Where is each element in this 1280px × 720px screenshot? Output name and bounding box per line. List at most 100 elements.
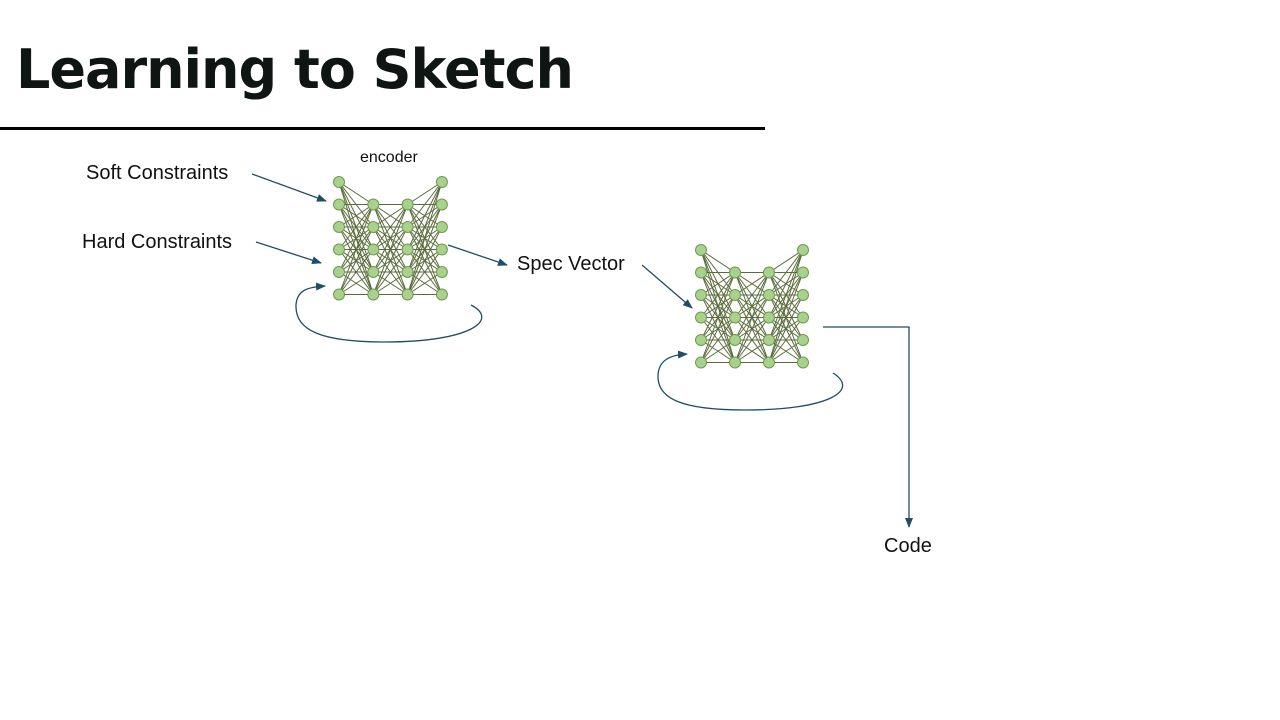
network-node xyxy=(401,198,414,211)
network-connection xyxy=(338,204,374,295)
network-connection xyxy=(338,226,374,295)
network-node xyxy=(435,176,448,188)
network-node xyxy=(333,243,345,256)
network-connection xyxy=(338,204,374,228)
network-node xyxy=(333,266,345,278)
network-connection xyxy=(372,204,409,295)
network-connection xyxy=(372,249,408,295)
network-connection xyxy=(734,339,770,363)
network-connection xyxy=(734,272,770,363)
network-node xyxy=(797,244,809,256)
network-connection xyxy=(768,317,804,363)
network-node xyxy=(763,289,775,301)
network-node xyxy=(729,289,741,301)
network-connection xyxy=(768,294,804,363)
network-connection xyxy=(407,181,443,205)
hard-constraints-label: Hard Constraints xyxy=(82,231,233,253)
network-node xyxy=(401,288,414,301)
network-node xyxy=(729,356,741,369)
network-connection xyxy=(407,181,443,228)
network-node xyxy=(367,198,380,211)
network-connection xyxy=(700,272,736,296)
network-node xyxy=(797,311,809,324)
encoder-to-spec-arrow xyxy=(447,244,508,266)
network-node xyxy=(401,266,414,278)
network-connection xyxy=(338,204,374,273)
code-label: Code xyxy=(884,535,932,557)
network-connection xyxy=(338,271,374,295)
network-node xyxy=(797,266,809,279)
network-node xyxy=(695,356,707,369)
network-node xyxy=(695,244,707,256)
network-node xyxy=(401,243,414,256)
network-node xyxy=(401,221,414,233)
network-connection xyxy=(700,272,736,318)
network-node xyxy=(729,334,741,346)
network-connection xyxy=(700,339,736,363)
soft-constraints-label: Soft Constraints xyxy=(86,162,229,184)
encoder-feedback-loop xyxy=(295,282,483,343)
slide-title: Learning to Sketch xyxy=(16,38,574,101)
network-node xyxy=(797,334,809,346)
network-connection xyxy=(734,294,770,363)
network-connection xyxy=(700,272,736,363)
network-connection xyxy=(407,181,443,273)
network-connection xyxy=(768,249,804,363)
network-connection xyxy=(338,181,374,205)
network-connection xyxy=(407,181,443,250)
network-node xyxy=(729,311,741,324)
spec-vector-label: Spec Vector xyxy=(517,253,625,275)
network-connection xyxy=(372,226,409,295)
decoder-to-code-arrow xyxy=(823,326,913,528)
network-node xyxy=(763,266,775,279)
network-connection xyxy=(372,204,409,273)
network-node xyxy=(435,243,448,256)
soft-constraints-arrow xyxy=(251,173,327,202)
network-node xyxy=(435,266,448,278)
network-connection xyxy=(700,249,736,273)
network-connection xyxy=(734,317,770,363)
network-connection xyxy=(407,226,443,295)
network-connection xyxy=(338,249,374,295)
network-connection xyxy=(768,339,804,363)
network-node xyxy=(333,176,345,188)
hard-constraints-arrow xyxy=(255,241,322,265)
network-node xyxy=(695,289,707,301)
network-connection xyxy=(373,204,408,228)
network-connection xyxy=(734,272,770,318)
network-connection xyxy=(768,249,804,296)
network-node xyxy=(367,243,380,256)
network-node xyxy=(763,311,775,324)
decoder-network xyxy=(695,244,809,369)
title-divider xyxy=(0,127,765,130)
network-node xyxy=(435,198,448,211)
network-node xyxy=(695,334,707,346)
network-node xyxy=(797,289,809,301)
network-node xyxy=(367,266,380,278)
network-connection xyxy=(407,249,443,295)
network-node xyxy=(333,198,345,211)
network-connection xyxy=(700,317,736,363)
network-node xyxy=(333,221,345,233)
network-connection xyxy=(768,249,804,273)
network-node xyxy=(729,266,741,279)
network-connection xyxy=(338,204,374,250)
spec-to-decoder-arrow xyxy=(641,264,693,309)
network-connection xyxy=(407,271,443,295)
network-node xyxy=(333,288,345,301)
network-connection xyxy=(734,272,770,341)
network-connection xyxy=(407,204,443,295)
network-node xyxy=(435,221,448,233)
network-node xyxy=(763,356,775,369)
network-connection xyxy=(700,272,736,341)
network-connection xyxy=(407,181,443,295)
encoder-label: encoder xyxy=(360,149,418,166)
network-node xyxy=(435,288,448,301)
network-node xyxy=(695,311,707,324)
network-connection xyxy=(768,272,804,363)
network-node xyxy=(695,266,707,279)
network-node xyxy=(763,334,775,346)
decoder-feedback-loop xyxy=(657,350,844,411)
network-connection xyxy=(734,272,770,296)
